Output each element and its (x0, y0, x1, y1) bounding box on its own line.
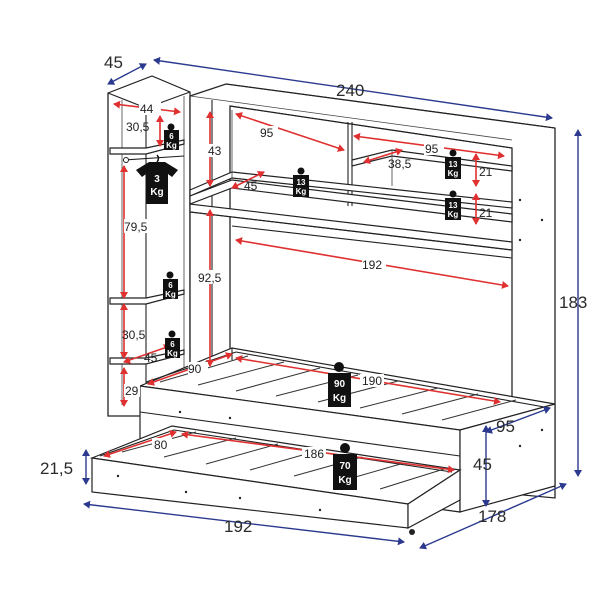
weight-wardrobe-mid-value: 6 (168, 281, 173, 290)
dim-top-left-height: 43 (208, 144, 222, 158)
dim-top-left-depth: 45 (244, 179, 258, 193)
dim-line-width-top (153, 56, 553, 122)
weight-wardrobe-top-unit: Kg (166, 141, 177, 150)
weight-top-shelf-left-value: 13 (297, 178, 306, 187)
weight-top-shelf-right-2-unit: Kg (448, 210, 459, 219)
dim-bed-height: 45 (473, 455, 492, 474)
weight-tag-top-shelf-right-1: 13 Kg (445, 149, 461, 179)
weight-wardrobe-mid-unit: Kg (165, 290, 176, 299)
weight-top-shelf-right-1-unit: Kg (448, 169, 459, 178)
dim-line-bed-depth (485, 406, 551, 434)
weight-tag-bed: 90 Kg (328, 362, 351, 407)
dim-line-drawer-width (83, 500, 405, 546)
blue-dimensions (82, 56, 582, 550)
dim-trundle-width: 80 (154, 438, 168, 452)
weight-bed-unit: Kg (333, 393, 346, 404)
wardrobe-shelf-mid (109, 289, 185, 305)
dim-top-left-width: 95 (260, 126, 274, 140)
dim-depth-top: 45 (104, 53, 123, 72)
hanging-rod (123, 155, 185, 161)
dim-line-total-depth (419, 482, 567, 550)
dim-top-right-width: 95 (425, 142, 439, 156)
dim-top-right-depth: 38,5 (388, 157, 412, 171)
weight-tag-wardrobe-low: 6 Kg (165, 330, 180, 358)
dim-wardrobe-shelf-gap: 30,5 (126, 120, 150, 134)
weight-bed-value: 90 (334, 379, 346, 390)
weight-hanger-value: 3 (154, 174, 160, 185)
weight-wardrobe-low-value: 6 (170, 340, 175, 349)
dim-top-right-h2: 21 (479, 206, 493, 220)
weight-hanger-unit: Kg (150, 187, 163, 198)
dim-trundle-length: 186 (304, 447, 324, 461)
dim-bed-inner-width: 192 (362, 258, 382, 272)
weight-top-shelf-right-1-value: 13 (449, 160, 458, 169)
weight-tag-wardrobe-top: 6 Kg (164, 123, 179, 150)
dim-total-depth: 178 (478, 507, 506, 526)
weight-wardrobe-top-value: 6 (169, 132, 174, 141)
dim-line-depth-top (107, 63, 147, 85)
weight-wardrobe-low-unit: Kg (167, 349, 178, 358)
dim-hanging-height: 79,5 (124, 220, 148, 234)
wardrobe-shelf-top (109, 139, 185, 155)
weight-trundle-unit: Kg (338, 475, 351, 486)
dim-top-right-h1: 21 (479, 165, 493, 179)
weight-trundle-value: 70 (339, 461, 351, 472)
dim-bed-side-height: 92,5 (198, 271, 222, 285)
weight-tag-trundle: 70 Kg (333, 443, 357, 490)
weight-tag-top-shelf-left: 13 Kg (293, 167, 309, 197)
dim-mattress-length: 190 (362, 374, 382, 388)
dim-lower-depth: 45 (144, 351, 158, 365)
weight-tag-top-shelf-right-2: 13 Kg (445, 190, 461, 220)
weight-tag-wardrobe-mid: 6 Kg (163, 271, 178, 299)
trundle-wheel (409, 529, 415, 535)
dim-bed-depth: 95 (496, 417, 515, 436)
dim-drawer-height: 21,5 (40, 459, 73, 478)
shirt-icon (136, 162, 178, 204)
dim-height-right: 183 (559, 293, 587, 312)
weight-tag-hanger: 3 Kg (136, 154, 178, 204)
dim-lower-shelf-gap: 30,5 (122, 328, 146, 342)
dim-wardrobe-width: 44 (140, 102, 154, 116)
dim-bottom-gap: 29 (125, 384, 139, 398)
weight-top-shelf-left-unit: Kg (296, 187, 307, 196)
weight-top-shelf-right-2-value: 13 (449, 201, 458, 210)
dim-width-top: 240 (336, 81, 364, 100)
dim-drawer-width: 192 (224, 517, 252, 536)
dim-mattress-width: 90 (188, 362, 202, 376)
